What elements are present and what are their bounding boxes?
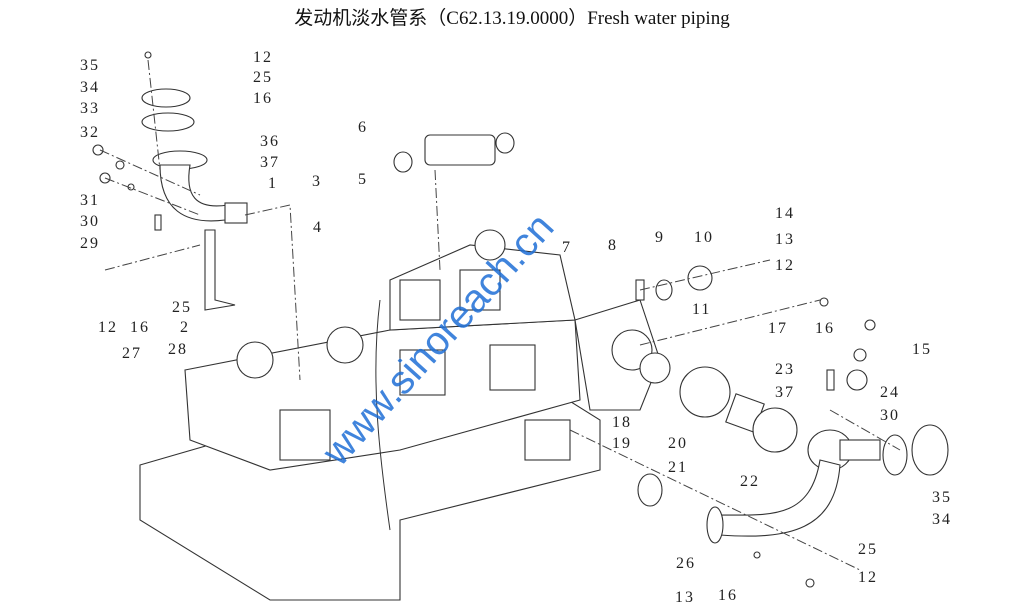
callout-2: 2	[180, 319, 190, 336]
callout-28: 28	[168, 341, 188, 358]
callout-36: 36	[260, 133, 280, 150]
callout-29: 29	[80, 235, 100, 252]
callout-22: 22	[740, 473, 760, 490]
diagram-title: 发动机淡水管系（C62.13.19.0000）Fresh water pipin…	[294, 8, 730, 29]
callout-24: 24	[880, 384, 900, 401]
callout-7: 7	[562, 239, 572, 256]
callout-18: 18	[612, 414, 632, 431]
callout-31: 31	[80, 192, 100, 209]
callout-33: 33	[80, 100, 100, 117]
callout-17: 17	[768, 320, 788, 337]
callout-27: 27	[122, 345, 142, 362]
callout-4: 4	[313, 219, 323, 236]
sleeve-part	[393, 132, 515, 173]
assembly-lines	[99, 59, 901, 571]
callout-12: 12	[775, 257, 795, 274]
callout-15: 15	[912, 341, 932, 358]
callout-12: 12	[98, 319, 118, 336]
callout-34: 34	[80, 79, 100, 96]
callout-30: 30	[80, 213, 100, 230]
callout-16: 16	[253, 90, 273, 107]
callout-16: 16	[815, 320, 835, 337]
callout-16: 16	[718, 587, 738, 604]
callout-19: 19	[612, 435, 632, 452]
callout-37: 37	[260, 154, 280, 171]
callout-32: 32	[80, 124, 100, 141]
callout-13: 13	[675, 589, 695, 606]
callout-25: 25	[253, 69, 273, 86]
callout-26: 26	[676, 555, 696, 572]
callout-5: 5	[358, 171, 368, 188]
callout-23: 23	[775, 361, 795, 378]
callout-8: 8	[608, 237, 618, 254]
callout-1: 1	[268, 175, 278, 192]
callout-12: 12	[858, 569, 878, 586]
callout-13: 13	[775, 231, 795, 248]
callout-25: 25	[172, 299, 192, 316]
callout-3: 3	[312, 173, 322, 190]
callout-9: 9	[655, 229, 665, 246]
callout-14: 14	[775, 205, 795, 222]
callout-37: 37	[775, 384, 795, 401]
callout-11: 11	[692, 301, 711, 318]
callout-12: 12	[253, 49, 273, 66]
callout-35: 35	[80, 57, 100, 74]
right-pipe-assembly	[611, 265, 949, 588]
upper-pipe-assembly	[92, 51, 248, 311]
callout-25: 25	[858, 541, 878, 558]
callout-6: 6	[358, 119, 368, 136]
callout-20: 20	[668, 435, 688, 452]
callout-21: 21	[668, 459, 688, 476]
callout-30: 30	[880, 407, 900, 424]
callout-34: 34	[932, 511, 952, 528]
engine-block	[139, 229, 661, 601]
callout-16: 16	[130, 319, 150, 336]
callout-35: 35	[932, 489, 952, 506]
callout-10: 10	[694, 229, 714, 246]
